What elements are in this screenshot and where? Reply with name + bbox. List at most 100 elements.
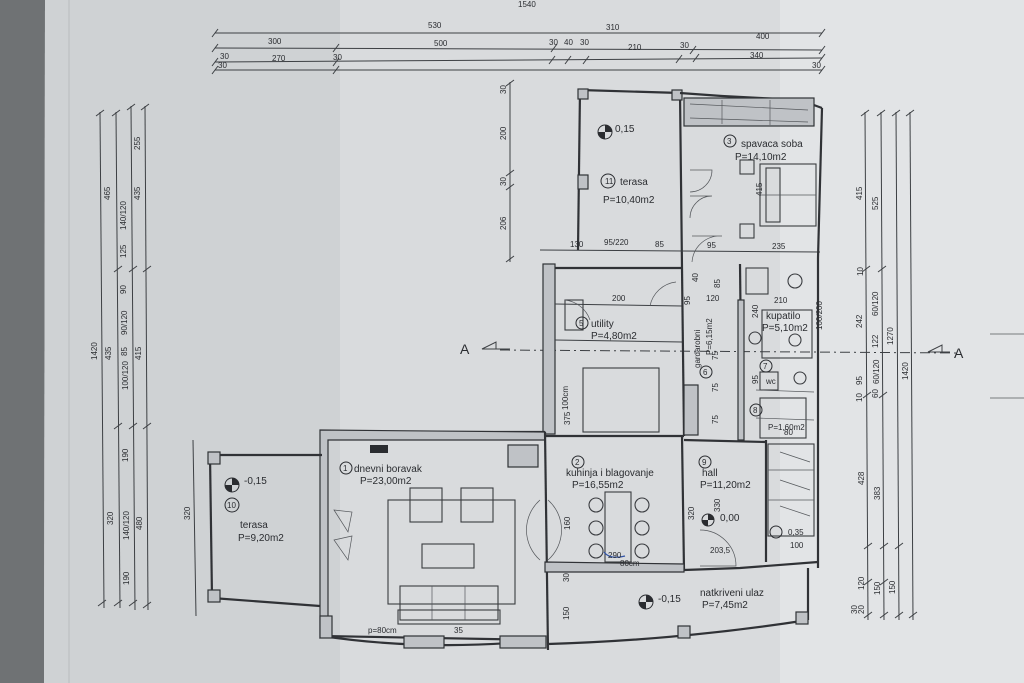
inner-dim: 330 [713,498,722,512]
terrace-dim: 206 [499,216,508,230]
bath-corridor-block: 40 120 210 95 85 240 100/200 75 75 75 95… [680,258,824,568]
room-name: terasa [240,520,268,531]
room-number: 3 [727,137,732,146]
room-area: P=1,60m2 [768,423,805,432]
top-dim: 30 [218,61,227,70]
inner-dim: 160 [563,516,572,530]
top-dimensions: 1540 300 530 310 400 30 500 30 40 30 210… [211,0,826,75]
left-dim: 90/120 [120,310,129,335]
left-dim: 140/120 [119,201,128,230]
terrace-10: 320 -0,15 10 terasa P=9,20m2 [183,439,322,617]
room-number: 7 [763,362,768,371]
section-line: A A [460,333,1024,399]
left-total-dim: 1420 [90,342,99,360]
right-dim: 60/120 [872,359,881,384]
room-name: kuhinja i blagovanje [566,468,654,479]
right-dim: 10 [855,393,864,402]
kitchen-2: 2 kuhinja i blagovanje P=16,55m2 160 290… [544,434,686,620]
top-dim: 30 [580,38,589,47]
room-area: P=6,15m2 [705,318,714,355]
level-marker: -0,15 [244,476,267,487]
top-dim: 30 [333,53,342,62]
top-dim: 310 [606,23,620,32]
top-dim: 30 [812,61,821,70]
room-name: dnevni boravak [354,464,423,475]
right-dim: 525 [871,196,880,210]
inner-dim: 30 [562,573,571,582]
inner-dim: 320 [687,506,696,520]
living-room-1: 1 dnevni boravak P=23,00m2 p=80cm 35 [319,429,562,651]
top-dim: 340 [750,51,764,60]
section-label-left: A [460,341,470,357]
room-area: P=9,20m2 [238,533,284,544]
left-dim: 465 [103,186,112,200]
terrace-dim: 200 [499,126,508,140]
room-number: 10 [227,501,236,510]
level-marker: 0,15 [615,124,635,135]
right-dim: 20 [857,605,866,614]
right-dim: 120 [857,576,866,590]
inner-dim: 290 [608,551,622,560]
left-dim: 435 [104,346,113,360]
terrace-dim: 30 [499,177,508,186]
room-name: utility [591,319,614,330]
inner-dim: 80 [784,428,793,437]
room-area: P=16,55m2 [572,480,624,491]
inner-dim: 35 [454,626,463,635]
left-dim: 90 [119,285,128,294]
inner-dim: 240 [751,304,760,318]
right-dim: 242 [855,314,864,328]
left-dim: 190 [122,571,131,585]
top-dim: 30 [220,52,229,61]
right-dim: 30 [850,605,859,614]
inner-dim: 95 [707,241,716,250]
room-area: P=7,45m2 [702,600,748,611]
right-dim: 122 [871,334,880,348]
inner-dim: 120 [706,294,720,303]
room-name: terasa [620,177,648,188]
level-marker: 0,35 [788,528,804,537]
left-dim: 100/120 [121,361,130,390]
top-dim: 30 [549,38,558,47]
level-marker: 0,00 [720,513,740,524]
inner-dim: 100 [790,541,804,550]
inner-dim: 95 [751,375,760,384]
room-number: 5 [579,319,584,328]
covered-entrance: -0,15 natkriveni ulaz P=7,45m2 [547,568,810,646]
bedroom-3: 3 spavaca soba P=14,10m2 415 95 235 [679,91,824,263]
hall-9: 0,00 0,35 9 hall P=11,20m2 320 330 203,5… [683,438,819,572]
room-name: spavaca soba [741,139,803,150]
inner-dim: 40 [691,273,700,282]
inner-dim: 150 [562,606,571,620]
left-dimensions: 1420 465 435 320 140/120 125 90 90/120 8… [90,103,152,611]
room-number: 6 [703,368,708,377]
top-dim: 270 [272,54,286,63]
right-total-dim: 1420 [901,362,910,380]
room-number: 9 [702,458,707,467]
level-marker: -0,15 [658,594,681,605]
left-dim: 140/120 [122,511,131,540]
room-area: P=11,20m2 [700,480,751,491]
inner-dim: 75 [711,383,720,392]
room-name: kupatilo [766,311,801,322]
right-dim: 95 [855,376,864,385]
room-dim: 415 [755,182,764,196]
right-dim: 60 [871,389,880,398]
right-dim: 10 [856,267,865,276]
top-dim: 30 [680,41,689,50]
room-number: 2 [575,458,580,467]
inner-dim: 75 [711,351,720,360]
left-dim: 85 [120,347,129,356]
room-number: 1 [343,464,348,473]
right-dimensions: 415 242 428 20 525 60/120 122 60/120 383… [850,109,918,621]
room-area: P=5,10m2 [762,323,808,334]
right-dim: 383 [873,486,882,500]
terrace-dim: 30 [499,85,508,94]
top-dim: 400 [756,32,770,41]
inner-dim: 100/200 [815,301,824,330]
right-dim: 150 [888,580,897,594]
top-dim: 300 [268,37,282,46]
right-dim: 150 [873,581,882,595]
inner-dim: 130 [570,240,584,249]
